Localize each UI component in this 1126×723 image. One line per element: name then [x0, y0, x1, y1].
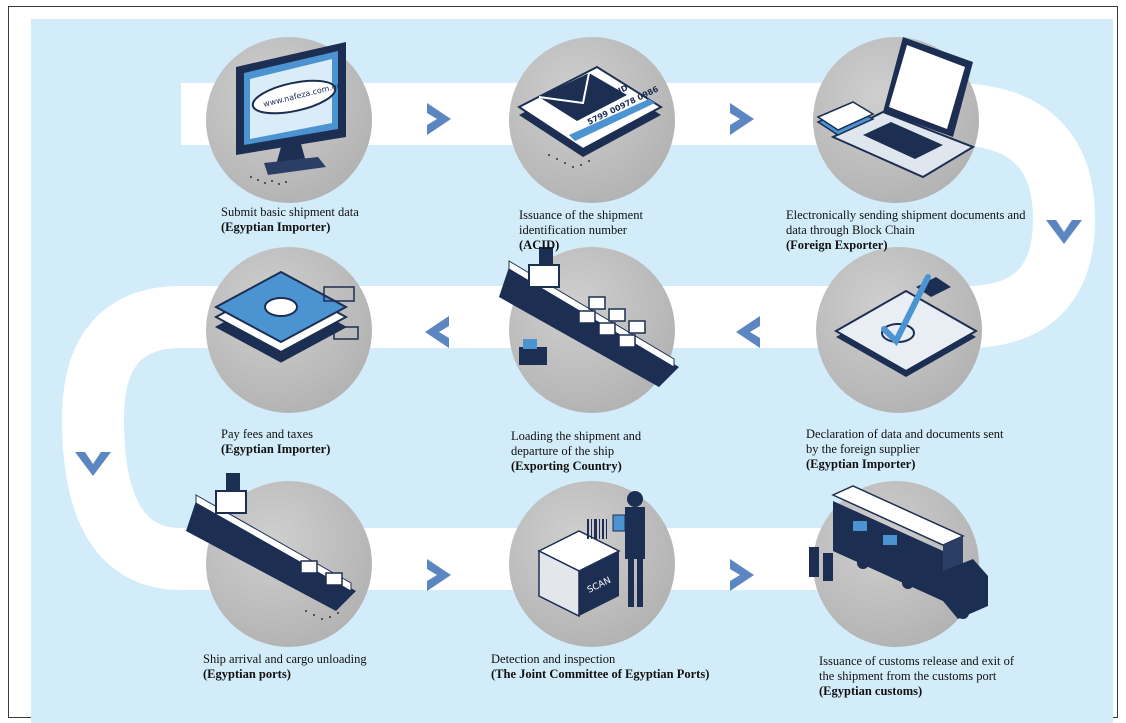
step-6-actor: (Egyptian Importer): [221, 442, 331, 456]
arrow-right-3-icon: [427, 559, 451, 591]
step-9-text: Issuance of customs release and exit of …: [819, 654, 1015, 683]
step-9-caption: Issuance of customs release and exit of …: [819, 654, 1019, 699]
step-8-actor: (The Joint Committee of Egyptian Ports): [491, 667, 710, 681]
cargo-ship-arrival-icon: [186, 473, 356, 620]
computer-monitor-icon: www.nafeza.com.eg: [236, 42, 346, 185]
scan-inspection-icon: SCAN: [537, 491, 645, 618]
step-4-text: Declaration of data and documents sent b…: [806, 427, 1004, 456]
step-2-text: Issuance of the shipment identification …: [519, 208, 643, 237]
step-8-caption: Detection and inspection (The Joint Comm…: [491, 652, 761, 682]
arrow-right-1-icon: [427, 103, 451, 135]
arrow-down-2-icon: [75, 452, 111, 476]
step-5-caption: Loading the shipment and departure of th…: [511, 429, 671, 474]
step-5-illustration: [499, 247, 679, 413]
arrow-left-2-icon: [425, 316, 449, 348]
step-5-text: Loading the shipment and departure of th…: [511, 429, 642, 458]
laptop-documents-icon: [816, 37, 976, 179]
step-2-actor: (ACID): [519, 238, 560, 252]
step-6-text: Pay fees and taxes: [221, 427, 313, 441]
step-3-actor: (Foreign Exporter): [786, 238, 888, 252]
step-7-caption: Ship arrival and cargo unloading (Egypti…: [203, 652, 413, 682]
step-4-actor: (Egyptian Importer): [806, 457, 916, 471]
figure-frame: www.nafeza.com.eg ACID 5799 00978 0986: [8, 6, 1118, 723]
step-8-text: Detection and inspection: [491, 652, 616, 666]
step-5-actor: (Exporting Country): [511, 459, 622, 473]
step-2-caption: Issuance of the shipment identification …: [519, 208, 679, 253]
acid-card-icon: ACID 5799 00978 0986: [517, 65, 663, 168]
step-7-text: Ship arrival and cargo unloading: [203, 652, 367, 666]
truck-release-icon: [809, 485, 988, 619]
cargo-ship-loading-icon: [499, 247, 679, 387]
step-7-illustration: [186, 473, 372, 647]
step-6-illustration: [206, 247, 372, 413]
step-9-illustration: [809, 481, 988, 647]
arrow-left-1-icon: [736, 316, 760, 348]
step-1-actor: (Egyptian Importer): [221, 220, 331, 234]
arrow-right-2-icon: [730, 103, 754, 135]
step-7-actor: (Egyptian ports): [203, 667, 291, 681]
clipboard-check-icon: [833, 274, 979, 377]
step-2-illustration: ACID 5799 00978 0986: [509, 37, 675, 203]
step-8-illustration: SCAN: [509, 481, 675, 647]
step-9-actor: (Egyptian customs): [819, 684, 923, 698]
step-3-caption: Electronically sending shipment document…: [786, 208, 1031, 253]
arrow-right-4-icon: [730, 559, 754, 591]
step-1-illustration: www.nafeza.com.eg: [206, 37, 372, 203]
process-diagram: www.nafeza.com.eg ACID 5799 00978 0986: [31, 19, 1113, 723]
step-3-text: Electronically sending shipment document…: [786, 208, 1026, 237]
arrow-down-1-icon: [1046, 220, 1082, 244]
banknotes-icon: [213, 270, 359, 363]
step-1-text: Submit basic shipment data: [221, 205, 359, 219]
step-4-caption: Declaration of data and documents sent b…: [806, 427, 1016, 472]
step-1-caption: Submit basic shipment data (Egyptian Imp…: [221, 205, 421, 235]
step-6-caption: Pay fees and taxes (Egyptian Importer): [221, 427, 421, 457]
step-4-illustration: [816, 247, 982, 413]
step-3-illustration: [813, 37, 979, 203]
